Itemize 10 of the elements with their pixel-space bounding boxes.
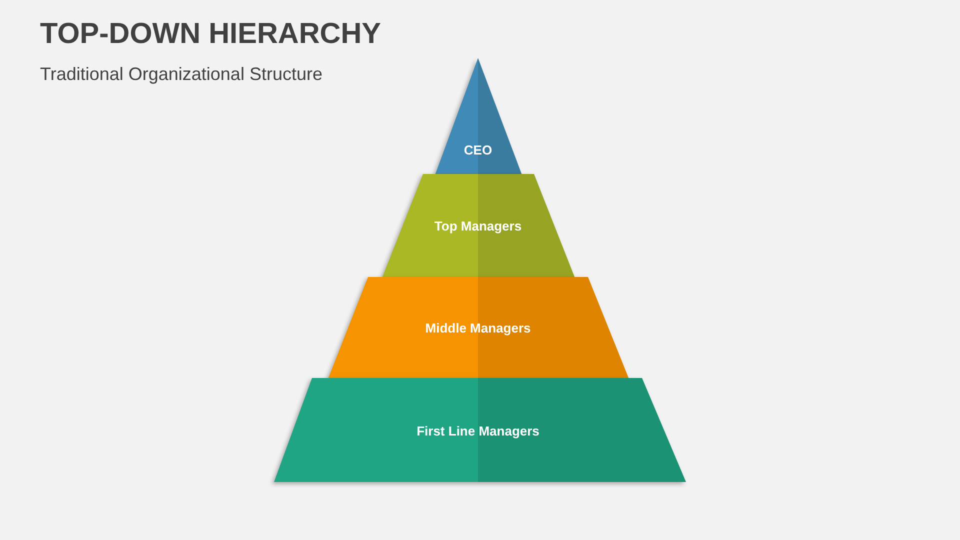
pyramid-tier — [328, 277, 629, 379]
pyramid-tier — [274, 378, 686, 482]
pyramid-tier — [382, 174, 575, 278]
tier-label: Top Managers — [434, 220, 522, 232]
subtitle: Traditional Organizational Structure — [40, 63, 322, 86]
title: TOP-DOWN HIERARCHY — [40, 17, 382, 52]
pyramid-tier — [435, 58, 522, 175]
tier-label: First Line Managers — [416, 424, 540, 438]
tier-label: CEO — [464, 144, 492, 156]
tier-label: Middle Managers — [425, 322, 531, 334]
